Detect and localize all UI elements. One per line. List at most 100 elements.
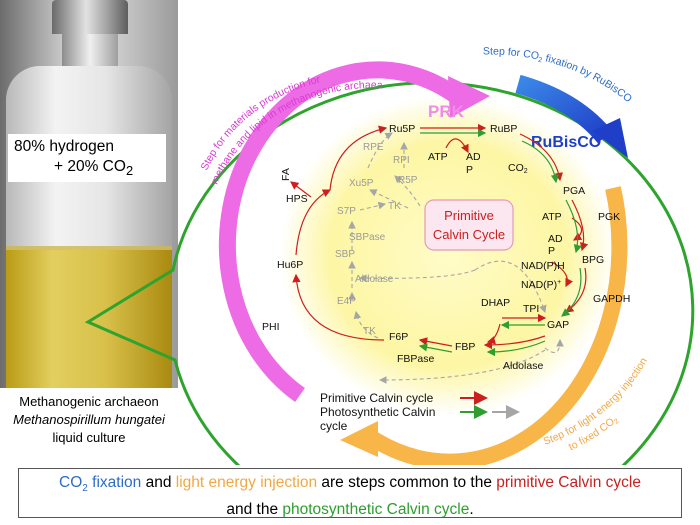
adp-2-ad: AD <box>548 233 563 245</box>
fbpase: FBPase <box>397 353 435 365</box>
gray-s7p-tk <box>359 201 387 211</box>
rpe: RPE <box>363 142 384 153</box>
gapdh: GAPDH <box>593 293 630 305</box>
bottle-neck <box>62 34 118 68</box>
dhap: DHAP <box>481 297 510 309</box>
tk-2: TK <box>363 326 376 337</box>
culture-bottle-photo: 80% hydrogen + 20% CO2 <box>0 0 178 388</box>
footer-co2: CO2 fixation <box>59 474 142 495</box>
light-energy-arrowhead <box>340 421 378 457</box>
gray-tk-bottom <box>353 310 379 339</box>
culture-caption: Methanogenic archaeon Methanospirillum h… <box>0 393 178 447</box>
tpi: TPI <box>523 303 539 315</box>
sbpase: SBPase <box>349 232 386 243</box>
gray-gap-tk <box>378 349 546 384</box>
legend-primitive: Primitive Calvin cycle <box>320 391 434 405</box>
co2: CO2 <box>508 162 528 175</box>
rubisco-label: RuBisCO <box>531 134 601 151</box>
gas-composition-label: 80% hydrogen + 20% CO2 <box>8 134 166 182</box>
caption-line-3: liquid culture <box>52 430 126 445</box>
cycle-glow <box>280 95 616 415</box>
fbp: FBP <box>455 341 475 353</box>
metabolite-labels: Ru5P RuBP ATP AD P CO2 PGA ATP PGK AD P … <box>262 123 630 372</box>
arrow-hps-fa <box>290 181 312 198</box>
phi: PHI <box>262 321 280 333</box>
photosynthetic-arrows <box>418 128 582 357</box>
gas-line-1: 80% hydrogen <box>14 138 114 155</box>
gray-tk-xu5p <box>369 189 409 209</box>
atp-1: ATP <box>428 151 448 163</box>
bottle-cap <box>52 0 128 34</box>
atp-2: ATP <box>542 211 562 223</box>
legend: Primitive Calvin cycle Photosynthetic Ca… <box>320 391 520 433</box>
arrow-hu6p-hps <box>295 189 332 256</box>
footer-primitive: primitive Calvin cycle <box>496 474 641 491</box>
green-pga-bpg <box>565 199 582 254</box>
green-bpg-gap <box>561 267 582 317</box>
legend-photosynthetic-1: Photosynthetic Calvin <box>320 405 435 419</box>
caption-line-1: Methanogenic archaeon <box>19 394 159 409</box>
rubisco-arrowhead <box>592 118 628 158</box>
arrow-dhap-fbp <box>486 323 501 345</box>
pga: PGA <box>563 185 585 197</box>
nadp: NAD(P)+ <box>521 279 561 291</box>
center-label-line-1: Primitive <box>444 208 494 223</box>
arrow-fbp-f6p <box>418 337 453 347</box>
gray-tk-top <box>394 175 421 207</box>
footer-are: are steps common to the <box>317 474 497 491</box>
hps: HPS <box>286 193 308 205</box>
magenta-arrowhead <box>448 76 490 118</box>
f6p: F6P <box>389 331 408 343</box>
gray-arrows <box>348 132 564 384</box>
arrow-f6p-hu6p <box>292 273 385 341</box>
sbp: SBP <box>335 249 355 260</box>
hu6p: Hu6P <box>277 259 303 271</box>
r5p: R5P <box>398 175 418 186</box>
rpi: RPI <box>393 155 410 166</box>
ru5p: Ru5P <box>389 123 415 135</box>
gray-dhap-aldolase <box>358 269 476 282</box>
rubp: RuBP <box>490 123 517 135</box>
footer-photosynthetic: photosynthetic Calvin cycle <box>282 501 470 519</box>
footer-and-1: and <box>141 474 176 491</box>
arrow-atp-adp <box>445 138 469 154</box>
prk-label: PRK <box>428 102 465 121</box>
light-energy-arc <box>367 186 628 465</box>
gas-line-2: + 20% CO2 <box>54 158 134 179</box>
adp-1-ad: AD <box>466 151 481 163</box>
tk-1: TK <box>388 201 401 212</box>
legend-photosynthetic-2: cycle <box>320 419 348 433</box>
arrow-gap-fbp <box>483 335 546 350</box>
xu5p: Xu5P <box>349 178 374 189</box>
center-label-box <box>424 199 514 251</box>
fa: FA <box>280 168 292 181</box>
magenta-arc <box>218 61 460 402</box>
s7p: S7P <box>337 206 356 217</box>
green-fbp-f6p <box>418 343 453 353</box>
liquid-culture <box>6 250 172 388</box>
green-cycle-outline <box>84 81 695 465</box>
arrow-hps-ru5p <box>329 125 388 191</box>
gray-metabolite-labels: RPE RPI Xu5P R5P S7P TK SBPase SBP Aldol… <box>335 142 418 337</box>
pgk: PGK <box>598 211 620 223</box>
green-rubp-pga <box>521 140 560 184</box>
aldolase-2: Aldolase <box>355 274 394 285</box>
gray-dhap-link <box>474 260 547 314</box>
nadph: NAD(P)H <box>521 260 565 272</box>
e4p: E4P <box>337 296 356 307</box>
green-gap-fbp <box>486 340 546 357</box>
gray-aldolase-gap <box>544 338 564 354</box>
adp-1-p: P <box>466 164 473 176</box>
adp-2-p: P <box>548 245 555 257</box>
footer-and-2: and the <box>226 501 283 519</box>
bpg: BPG <box>582 254 604 266</box>
footer-light: light energy injection <box>175 474 318 491</box>
calvin-cycle-diagram: Step for materials production for methan… <box>84 45 695 465</box>
caption-line-2: Methanospirillum hungatei <box>13 412 165 427</box>
arrow-pga-bpg <box>571 199 589 252</box>
arrow-nadph <box>551 261 573 288</box>
gap: GAP <box>547 319 569 331</box>
footer-period: . <box>469 501 474 519</box>
summary-footer: CO2 fixation and light energy injection … <box>18 468 682 518</box>
center-label-line-2: Calvin Cycle <box>433 227 505 242</box>
